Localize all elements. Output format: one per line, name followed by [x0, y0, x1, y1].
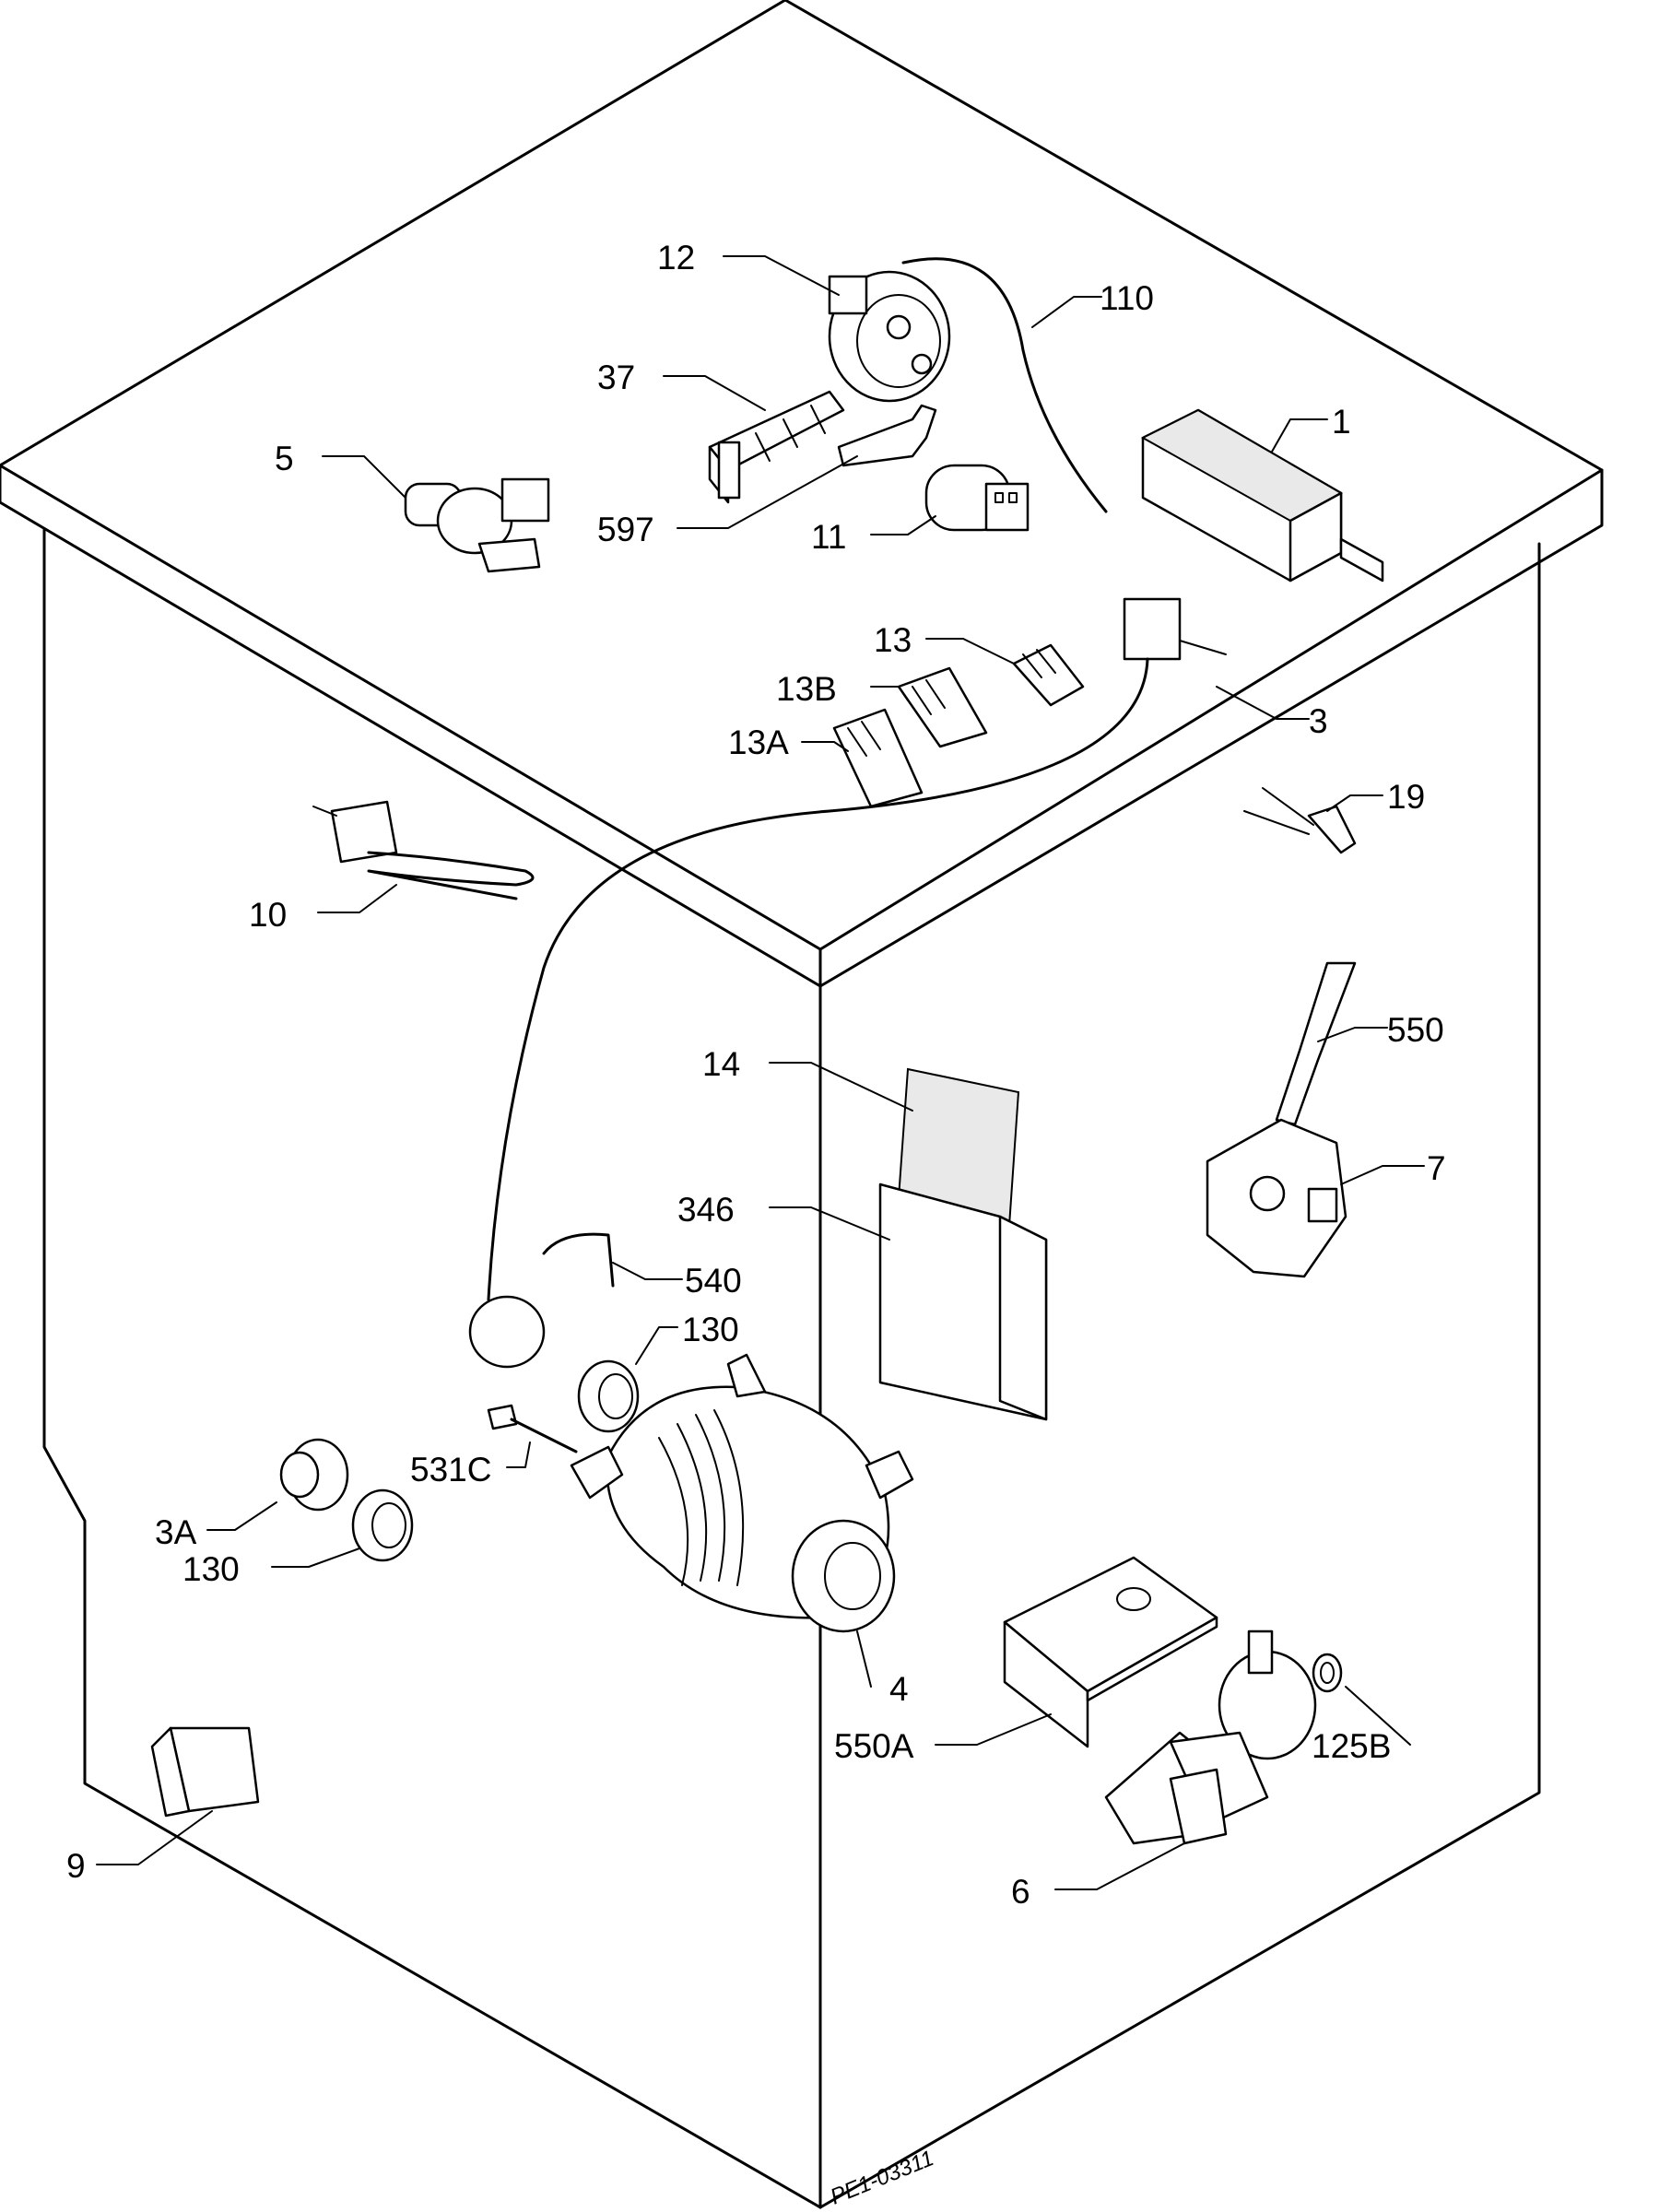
cabinet-outline — [0, 0, 1604, 2209]
label-550a: 550A — [834, 1727, 914, 1765]
lever-arm-part — [1275, 961, 1357, 1126]
bushing-part-b — [351, 1488, 414, 1562]
label-13: 13 — [874, 621, 912, 659]
pressure-hose-part — [901, 257, 1108, 513]
thermistor-part — [1243, 787, 1357, 854]
connector-13a-part — [832, 708, 924, 808]
label-110: 110 — [1100, 279, 1154, 317]
label-14: 14 — [702, 1045, 740, 1083]
leader-lines — [96, 255, 1425, 1890]
label-130-lower: 130 — [182, 1550, 240, 1588]
label-13b: 13B — [776, 670, 837, 708]
drawing-reference: PE1-03311 — [827, 2146, 937, 2209]
suppressor-part — [150, 1726, 260, 1818]
capacitor-part — [924, 464, 1030, 532]
label-3: 3 — [1309, 702, 1328, 740]
motor-part — [570, 1353, 914, 1633]
seal-ring-part — [1312, 1653, 1343, 1693]
label-125b: 125B — [1312, 1727, 1391, 1765]
part-labels: 12 110 37 5 1 597 11 13 13B 3 13A 19 10 … — [66, 239, 1446, 1911]
inlet-valve-part — [404, 477, 550, 573]
label-9: 9 — [66, 1847, 86, 1885]
drain-pump-part — [1104, 1630, 1317, 1845]
door-switch-part — [1123, 597, 1227, 661]
label-1: 1 — [1332, 403, 1351, 441]
grommet-part — [468, 1295, 546, 1369]
bushing-part-a — [577, 1359, 640, 1433]
label-550: 550 — [1387, 1011, 1444, 1049]
label-4: 4 — [889, 1670, 909, 1708]
label-346: 346 — [677, 1191, 735, 1229]
label-7: 7 — [1427, 1149, 1446, 1187]
label-5: 5 — [275, 440, 294, 477]
label-6: 6 — [1011, 1873, 1030, 1911]
detergent-drawer-part — [878, 1067, 1048, 1421]
connector-13-part — [1012, 643, 1085, 707]
wire-clip-part — [542, 1232, 615, 1288]
label-3a: 3A — [155, 1513, 197, 1551]
thermostat-part — [279, 1438, 349, 1512]
label-11: 11 — [811, 518, 846, 556]
label-12: 12 — [657, 239, 695, 276]
label-540: 540 — [685, 1262, 742, 1300]
clip-part — [837, 404, 937, 467]
programme-timer-part — [1140, 408, 1384, 582]
label-13a: 13A — [728, 724, 789, 761]
label-597: 597 — [597, 511, 654, 548]
terminal-block-part — [708, 390, 845, 504]
label-130-upper: 130 — [682, 1311, 739, 1348]
wiring-harness-part — [487, 657, 1149, 1301]
heating-element-part — [312, 800, 535, 900]
door-lock-part — [1206, 1118, 1347, 1278]
cover-plate-part — [1003, 1556, 1218, 1748]
label-10: 10 — [249, 896, 287, 934]
label-19: 19 — [1387, 778, 1425, 816]
label-531c: 531C — [410, 1451, 491, 1488]
label-37: 37 — [597, 359, 635, 396]
screw-part — [487, 1404, 578, 1453]
connector-13b-part — [897, 666, 988, 748]
pressure-switch-part — [828, 270, 951, 403]
